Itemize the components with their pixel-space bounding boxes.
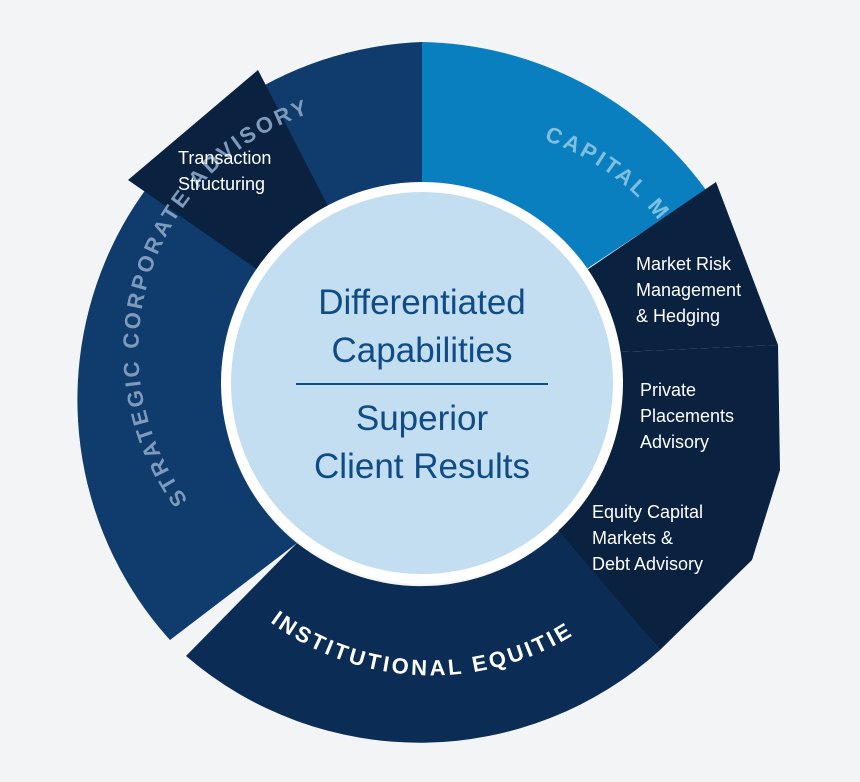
svg-text:Placements: Placements <box>640 406 734 426</box>
svg-text:Management: Management <box>636 280 741 300</box>
segment-institutional-equities <box>186 530 660 743</box>
svg-text:Markets &: Markets & <box>592 528 673 548</box>
label-private-placements: Private Placements Advisory <box>640 380 734 452</box>
segment-equity-capital <box>558 470 780 650</box>
svg-text:Advisory: Advisory <box>640 432 709 452</box>
label-market-risk: Market Risk Management & Hedging <box>636 254 741 326</box>
svg-text:Equity Capital: Equity Capital <box>592 502 703 522</box>
center-line-3: Superior <box>356 399 489 438</box>
label-transaction-structuring: Transaction Structuring <box>178 148 271 194</box>
svg-text:Private: Private <box>640 380 696 400</box>
center-line-2: Capabilities <box>332 331 513 370</box>
segment-private-placements <box>598 345 780 470</box>
svg-text:Debt Advisory: Debt Advisory <box>592 554 703 574</box>
center-line-1: Differentiated <box>318 283 526 322</box>
segment-market-risk <box>584 182 778 352</box>
svg-text:Market Risk: Market Risk <box>636 254 732 274</box>
svg-text:Structuring: Structuring <box>178 174 265 194</box>
svg-text:& Hedging: & Hedging <box>636 306 720 326</box>
segment-capital-markets <box>422 42 706 272</box>
center-line-4: Client Results <box>314 447 530 486</box>
segment-transaction-structuring <box>128 70 330 270</box>
label-equity-capital: Equity Capital Markets & Debt Advisory <box>592 502 703 574</box>
svg-text:Transaction: Transaction <box>178 148 271 168</box>
